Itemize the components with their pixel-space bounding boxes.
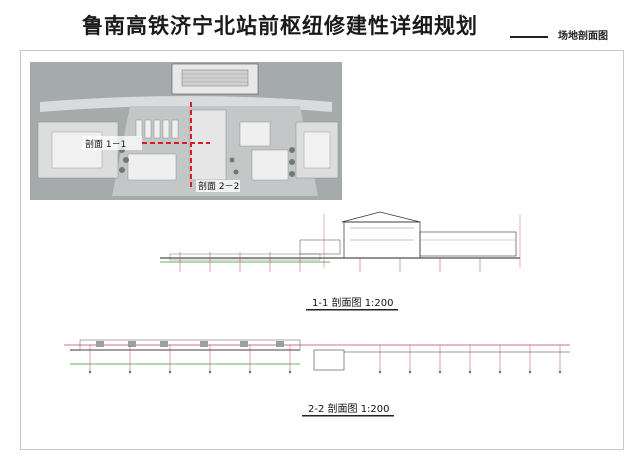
site-plan [30, 62, 342, 200]
section-2-caption-rule [302, 415, 394, 417]
section-1-drawing [160, 211, 521, 272]
subtitle-rule [510, 36, 548, 38]
section-1-caption: 1-1 剖面图 1:200 [312, 296, 394, 309]
section-1-caption-rule [306, 309, 398, 311]
page-title: 鲁南高铁济宁北站前枢纽修建性详细规划 [82, 14, 478, 38]
front-road [40, 96, 332, 112]
section-2-caption: 2-2 剖面图 1:200 [308, 402, 390, 415]
section-2-drawing [64, 339, 570, 374]
page-subtitle: 场地剖面图 [558, 31, 608, 42]
section-2-label: 剖面 2－2 [198, 180, 239, 192]
drawing-frame [20, 50, 624, 450]
section-1-label: 剖面 1－1 [85, 138, 126, 150]
